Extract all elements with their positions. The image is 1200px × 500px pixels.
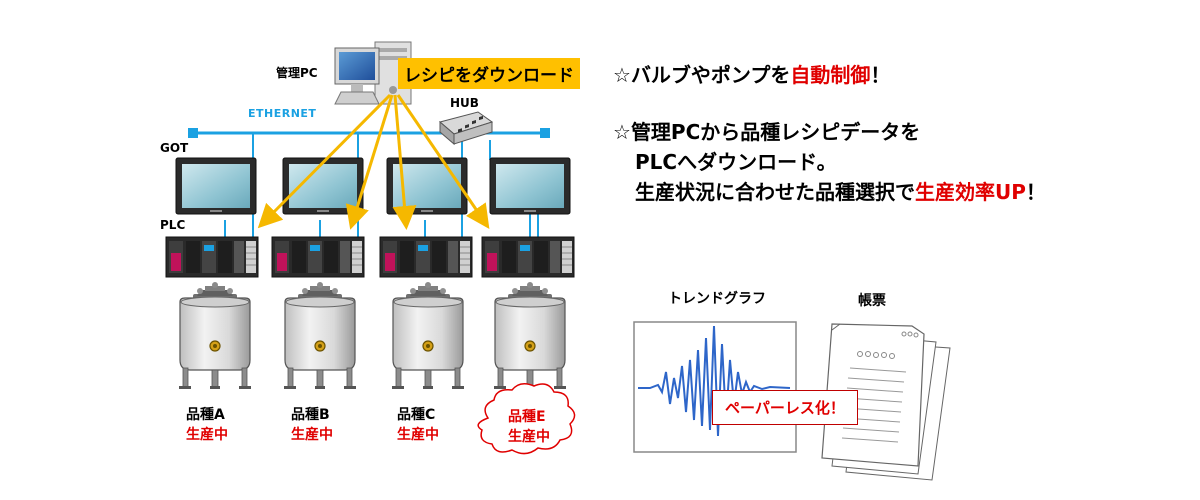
product-c-name: 品種C	[397, 407, 436, 423]
plc-label: PLC	[160, 218, 186, 232]
paperless-callout: ペーパーレス化！	[712, 390, 858, 425]
got-label: GOT	[160, 141, 189, 155]
forms-paper-icon	[821, 323, 951, 481]
got-screen-4	[489, 157, 571, 215]
highlight-cloud	[477, 383, 576, 455]
product-a-status: 生産中	[186, 427, 228, 443]
plc-unit-3	[379, 236, 473, 278]
product-c: 品種C 生産中	[397, 404, 439, 444]
star-icon: ☆	[613, 120, 631, 144]
plc-unit-1	[165, 236, 259, 278]
ethernet-label: ETHERNET	[248, 107, 317, 120]
product-a: 品種A 生産中	[186, 404, 228, 444]
product-e: 品種E 生産中	[508, 406, 550, 446]
trend-graph-caption: トレンドグラフ	[668, 291, 766, 307]
plc-unit-4	[481, 236, 575, 278]
tank-a	[178, 281, 252, 390]
product-b: 品種B 生産中	[291, 404, 333, 444]
forms-caption: 帳票	[858, 293, 886, 309]
tank-b	[283, 281, 357, 390]
tank-e	[493, 281, 567, 390]
product-e-name: 品種E	[508, 409, 546, 425]
product-b-status: 生産中	[291, 427, 333, 443]
got-screen-3	[386, 157, 468, 215]
got-screen-1	[175, 157, 257, 215]
product-b-name: 品種B	[291, 407, 330, 423]
got-screen-2	[282, 157, 364, 215]
trend-graph-chart	[633, 321, 797, 453]
star-icon: ☆	[613, 63, 631, 87]
bullet-auto-control: ☆バルブやポンプを自動制御！	[613, 63, 891, 87]
product-a-name: 品種A	[186, 407, 225, 423]
download-arrows	[257, 93, 490, 230]
recipe-download-label: レシピをダウンロード	[398, 58, 580, 89]
bullet-recipe: ☆管理PCから品種レシピデータを PLCへダウンロード。 生産状況に合わせた品種…	[613, 120, 1046, 204]
product-e-status: 生産中	[508, 429, 550, 445]
admin-pc-label: 管理PC	[276, 66, 318, 80]
admin-pc-icon	[334, 41, 412, 105]
hub-icon	[438, 111, 494, 146]
plc-unit-2	[271, 236, 365, 278]
hub-label: HUB	[450, 96, 479, 110]
product-c-status: 生産中	[397, 427, 439, 443]
tank-c	[391, 281, 465, 390]
